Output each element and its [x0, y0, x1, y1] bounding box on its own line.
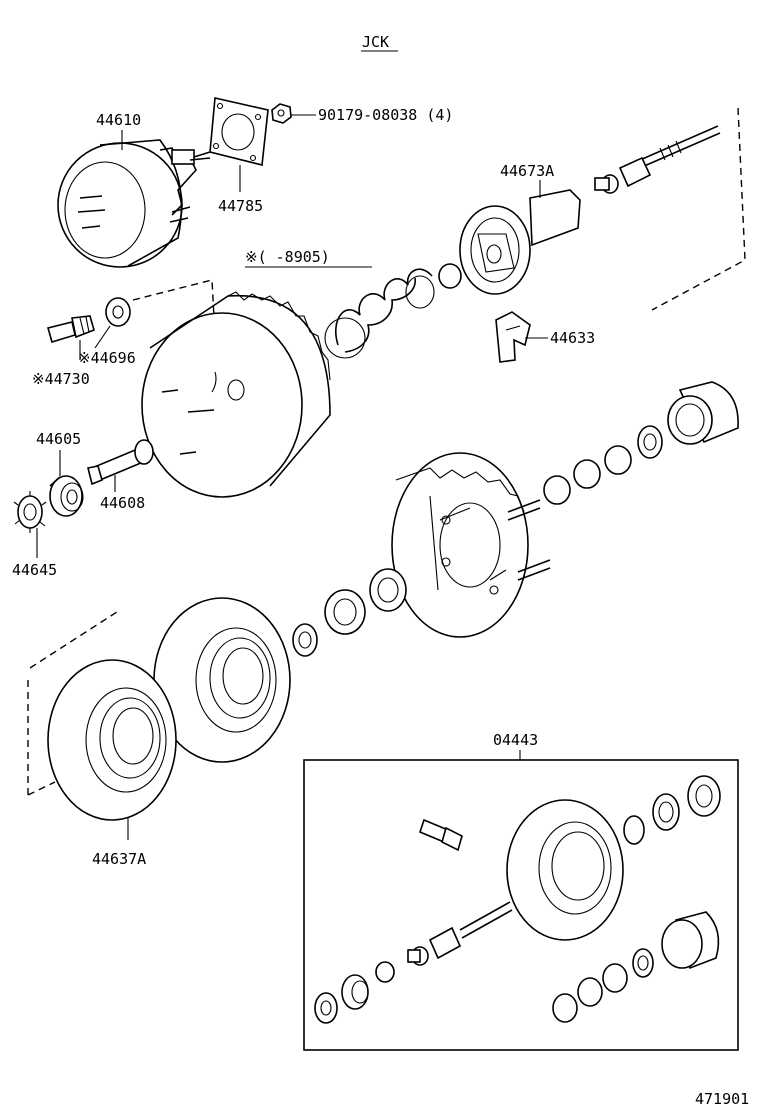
- kit-diaphragm-icon: [506, 799, 624, 941]
- label-44673a: 44673A: [500, 162, 554, 180]
- label-44610: 44610: [96, 111, 141, 129]
- label-44696: ※44696: [78, 349, 136, 367]
- kit-push-rod-icon: [407, 901, 513, 966]
- label-90179: 90179-08038 (4): [318, 106, 453, 124]
- kit-lock-washer-icon: [314, 992, 338, 1024]
- dashed-guide-top-right: [651, 107, 746, 311]
- valve-body-icon: [459, 189, 581, 295]
- kit-boot-icon: [661, 911, 720, 970]
- rear-shell-icon: [391, 452, 551, 638]
- return-spring-icon: [324, 268, 435, 359]
- note-8905: ※( -8905): [245, 248, 330, 266]
- label-44605: 44605: [36, 430, 81, 448]
- leader-44696: [94, 325, 111, 349]
- kit-bearing-icon: [341, 961, 395, 1010]
- kit-seals-icon: [623, 775, 721, 845]
- lock-washer-small-icon: [637, 425, 663, 459]
- bearing-icon: [49, 475, 84, 517]
- diaphragm-rear-icon: [47, 659, 177, 821]
- label-44730: ※44730: [32, 370, 90, 388]
- ring-icon: [438, 263, 462, 289]
- header-code: JCK: [362, 33, 389, 51]
- grommet-icon: [105, 297, 131, 327]
- front-shell-icon: [141, 291, 331, 498]
- lock-washer-mid-icon: [292, 623, 318, 657]
- gasket-icon: [209, 97, 269, 166]
- boot-icon: [667, 381, 739, 445]
- label-44633: 44633: [550, 329, 595, 347]
- seal-pair-icon: [324, 568, 407, 635]
- booster-assembly-icon: [57, 139, 211, 268]
- disc-row-icon: [543, 445, 632, 505]
- label-04443: 04443: [493, 731, 538, 749]
- kit-box: [303, 759, 739, 1051]
- label-44637a: 44637A: [92, 850, 146, 868]
- kit-discs-icon: [552, 963, 628, 1023]
- key-icon: [495, 311, 531, 363]
- kit-check-valve-icon: [419, 818, 463, 852]
- label-44645: 44645: [12, 561, 57, 579]
- kit-washer-icon: [632, 948, 654, 978]
- figure-number: 471901: [695, 1090, 749, 1108]
- stud-bolt-icon: [87, 439, 154, 486]
- check-valve-icon: [47, 315, 95, 344]
- push-rod-icon: [594, 125, 721, 194]
- nut-icon: [271, 103, 292, 124]
- label-44608: 44608: [100, 494, 145, 512]
- label-44785: 44785: [218, 197, 263, 215]
- dashed-guide-bottom-left: [27, 609, 121, 796]
- lock-washer-icon: [13, 491, 47, 533]
